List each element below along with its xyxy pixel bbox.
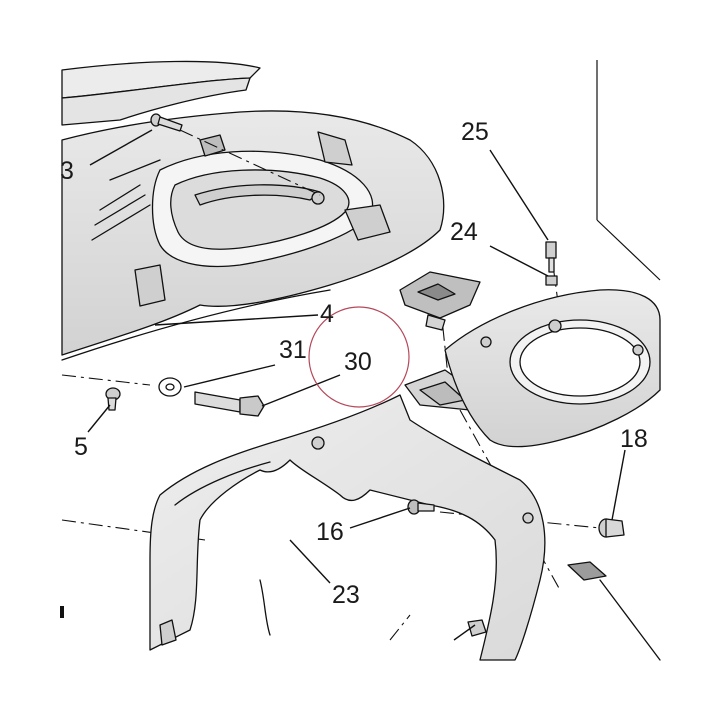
washer-31-part: [158, 377, 182, 397]
callout-4: 4: [320, 300, 334, 328]
clip-part: [567, 561, 661, 661]
screw-5-part: [105, 387, 121, 411]
highlight-circle: [308, 306, 410, 408]
callout-16: 16: [316, 518, 344, 546]
edge-mark: [60, 606, 64, 618]
screw-16-part: [407, 499, 435, 515]
latch-cover-part: [399, 271, 481, 331]
lower-fairing-part: [149, 369, 546, 661]
leader-lines: [87, 129, 626, 641]
callout-24: 24: [450, 218, 478, 246]
tail-frame-part: [444, 289, 661, 448]
callout-25: 25: [461, 118, 489, 146]
callout-30: 30: [344, 348, 372, 376]
seat-cowl-part: [61, 60, 445, 361]
callout-31: 31: [279, 336, 307, 364]
bolt-30-part: [194, 391, 265, 417]
grommet-18-part: [598, 518, 625, 538]
callout-23: 23: [332, 581, 360, 609]
bolt-25-part: [545, 241, 558, 286]
nut-part: [467, 619, 487, 637]
callout-18: 18: [620, 425, 648, 453]
callout-5: 5: [74, 433, 88, 461]
screw-3-part: [150, 113, 183, 132]
callout-3: 3: [60, 157, 74, 185]
frame-lines: [596, 60, 661, 281]
